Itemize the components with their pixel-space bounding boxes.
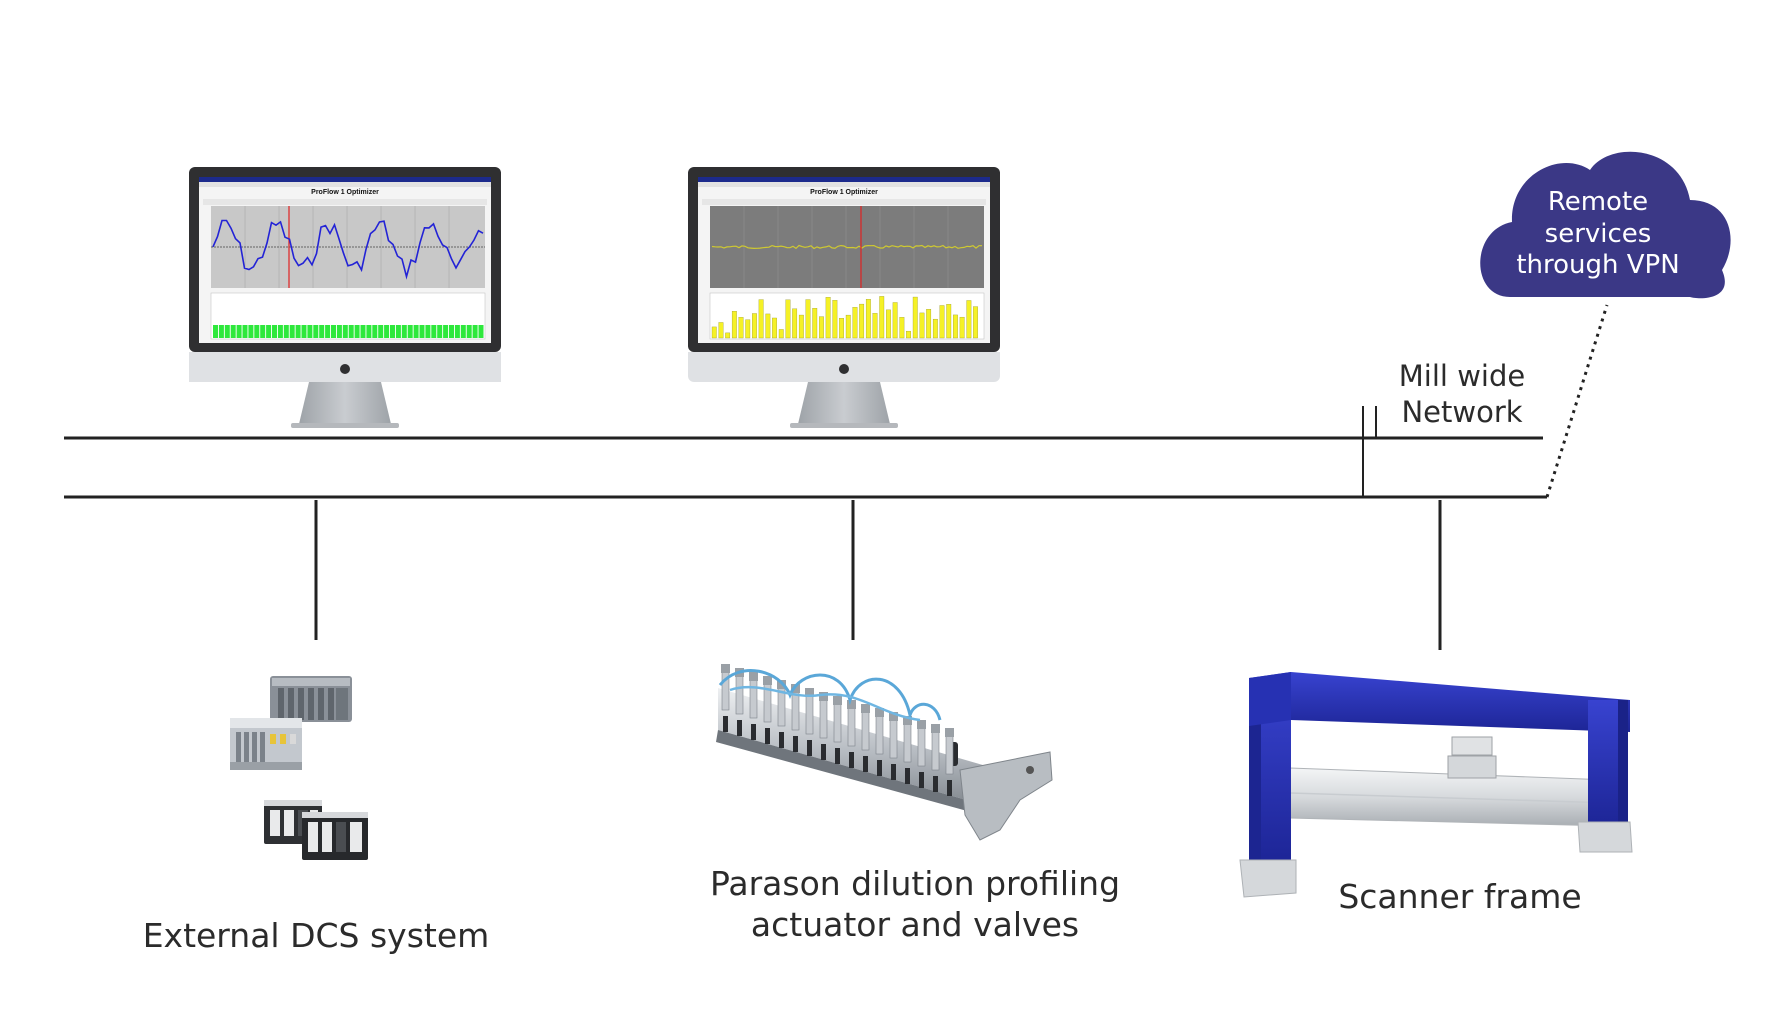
trend-line: [212, 219, 484, 280]
monitor-screen: ProFlow 1 Optimizer: [698, 177, 990, 343]
monitor-base: [790, 423, 898, 428]
scanner-frame-icon: [1239, 672, 1633, 898]
dcs-label: External DCS system: [142, 916, 490, 955]
bar-strip: [711, 296, 978, 339]
parason-label: Parason dilution profiling actuator and …: [660, 863, 1170, 946]
cloud-label-line3: through VPN: [1516, 250, 1680, 281]
screen-title: ProFlow 1 Optimizer: [311, 189, 379, 196]
bar-strip: [213, 325, 484, 338]
cloud-label-line1: Remote: [1547, 187, 1649, 217]
scanner-label: Scanner frame: [1338, 877, 1582, 916]
monitor-1: ProFlow 1 Optimizer: [189, 167, 501, 428]
network-bus: [64, 304, 1609, 650]
monitor-base: [291, 423, 399, 428]
network-label-line1: Mill wide: [1398, 359, 1526, 393]
plc-modules-icon: [230, 676, 368, 860]
monitor-screen: ProFlow 1 Optimizer: [199, 177, 491, 343]
screen-title: ProFlow 1 Optimizer: [810, 189, 878, 196]
parason-label-line1: Parason dilution profiling: [709, 864, 1121, 903]
cloud-icon: [1480, 151, 1731, 299]
power-button-icon: [839, 364, 849, 374]
trend-line: [711, 244, 982, 250]
cloud-label-line2: services: [1544, 218, 1652, 249]
monitor-stand: [299, 382, 391, 424]
network-label-line2: Network: [1401, 395, 1523, 430]
parason-label-line2: actuator and valves: [750, 905, 1080, 945]
monitor-stand: [798, 382, 890, 424]
network-label: Mill wide Network: [1352, 358, 1572, 431]
monitor-2: ProFlow 1 Optimizer: [688, 167, 1000, 428]
vpn-dotted-line: [1545, 304, 1609, 498]
cloud-label: Remote services through VPN: [1458, 187, 1738, 282]
actuator-valves-icon: [716, 664, 1053, 841]
power-button-icon: [340, 364, 350, 374]
